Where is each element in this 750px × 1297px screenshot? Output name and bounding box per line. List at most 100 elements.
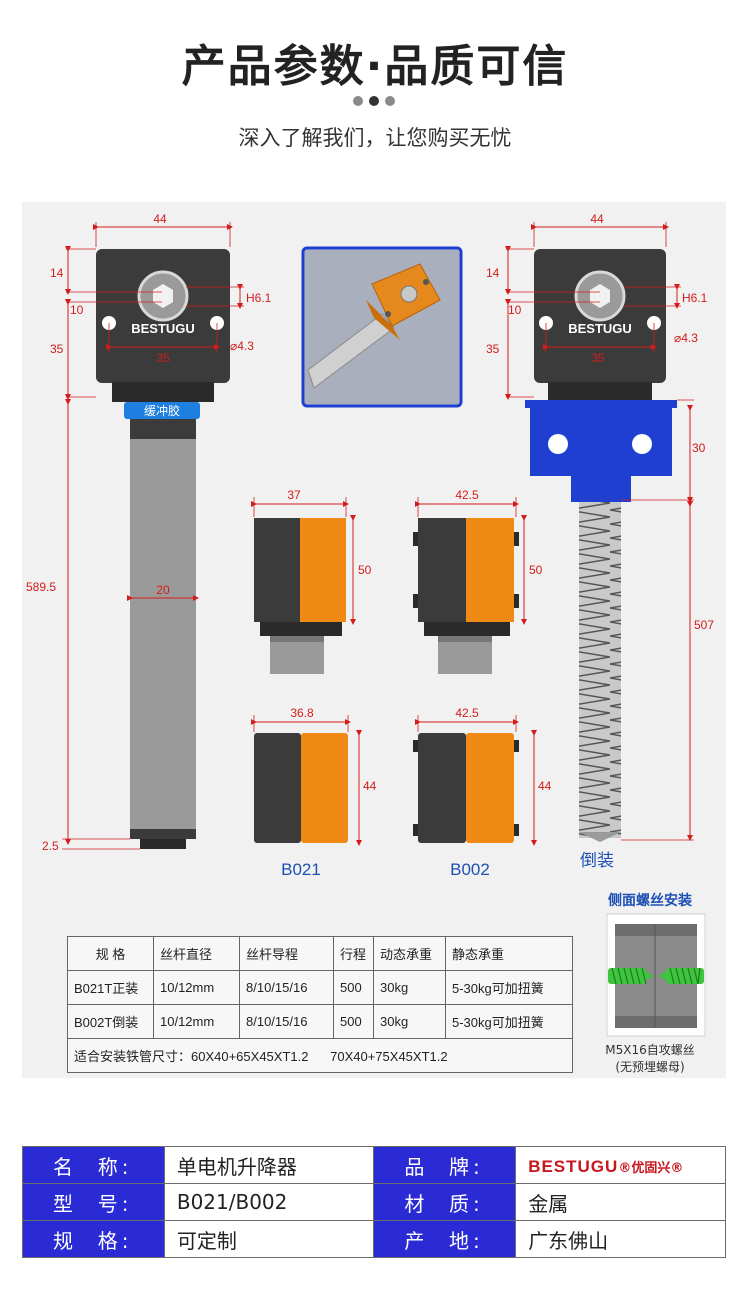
b021-height-bottom: 44	[363, 779, 377, 793]
left-mid-label: 10	[70, 303, 84, 317]
left-tube	[130, 439, 196, 835]
right-slot-label: H6.1	[682, 291, 708, 305]
spec-cell: 8/10/15/16	[239, 970, 334, 1005]
b021-height-top: 50	[358, 563, 372, 577]
brand-cell: BESTUGU®优固兴®	[515, 1146, 726, 1184]
info-row: 规 格: 可定制 产 地: 广东佛山	[22, 1220, 726, 1258]
product-diagram: BESTUGU 缓冲胶 44 14 10 35 H6.1 ⌀4.3 35 589	[26, 212, 714, 1074]
spec-cell: 30kg	[373, 1004, 446, 1039]
spec-header: 丝杆直径	[153, 936, 240, 971]
buffer-badge	[124, 402, 200, 419]
brand-logo: BESTUGU	[528, 1157, 619, 1176]
left-slot-label: H6.1	[246, 291, 272, 305]
tube-width-label: 20	[156, 583, 170, 597]
info-value: 金属	[515, 1183, 726, 1221]
spec-cell: 10/12mm	[153, 970, 240, 1005]
spec-header: 丝杆导程	[239, 936, 334, 971]
side-install-title: 侧面螺丝安装	[608, 892, 693, 909]
dot-active	[369, 96, 379, 106]
left-collar	[130, 419, 196, 439]
brand-logo-cn: ®优固兴®	[618, 1161, 684, 1176]
side-install-illustration: 侧面螺丝安装 M5X16自攻螺丝 (无预埋螺母)	[605, 892, 706, 1074]
table-row: B002T倒装 10/12mm 8/10/15/16 500 30kg 5-30…	[67, 1004, 573, 1039]
left-tube-end	[130, 829, 196, 839]
b002-width-bottom: 42.5	[455, 706, 479, 720]
page-subtitle: 深入了解我们，让您购买无忧	[238, 126, 512, 150]
right-spacing-label: 35	[591, 351, 605, 365]
left-hole-label: ⌀4.3	[230, 339, 254, 353]
left-width-label: 44	[153, 212, 167, 226]
right-body-label: 35	[486, 342, 500, 356]
b021-top-view: 37 50	[251, 488, 372, 674]
spec-cell: 10/12mm	[153, 1004, 240, 1039]
info-value: 单电机升降器	[163, 1146, 375, 1184]
right-brand: BESTUGU	[568, 321, 632, 336]
page-title: 产品参数·品质可信	[181, 41, 569, 92]
b002-bottom-view: 42.5 44 B002	[413, 706, 552, 879]
dot	[353, 96, 363, 106]
info-value: B021/B002	[163, 1183, 375, 1221]
product-info-table: 名 称: 单电机升降器 品 牌: BESTUGU®优固兴® 型 号: B021/…	[22, 1146, 726, 1258]
spec-footer-row: 适合安装铁管尺寸：60X40+65X45XT1.2 70X40+75X45XT1…	[67, 1038, 573, 1073]
spec-cell: 5-30kg可加扭簧	[445, 970, 573, 1005]
right-mid-label: 10	[508, 303, 522, 317]
left-body-label: 35	[50, 342, 64, 356]
table-row: B021T正装 10/12mm 8/10/15/16 500 30kg 5-30…	[67, 970, 573, 1005]
b002-height-top: 50	[529, 563, 543, 577]
b002-height-bottom: 44	[538, 779, 552, 793]
info-key: 品 牌:	[373, 1146, 517, 1184]
info-key: 型 号:	[22, 1183, 165, 1221]
info-row: 名 称: 单电机升降器 品 牌: BESTUGU®优固兴®	[22, 1146, 726, 1184]
buffer-label: 缓冲胶	[144, 403, 180, 418]
left-spacing-label: 35	[156, 351, 170, 365]
right-top-label: 14	[486, 266, 500, 280]
info-value: 广东佛山	[515, 1220, 726, 1258]
spec-header: 动态承重	[373, 936, 446, 971]
inverted-label: 倒装	[580, 851, 614, 870]
spec-cell: 8/10/15/16	[239, 1004, 334, 1039]
spec-cell: B002T倒装	[67, 1004, 154, 1039]
bottom-gap-label: 2.5	[42, 839, 59, 853]
info-key: 产 地:	[373, 1220, 517, 1258]
spec-cell: B021T正装	[67, 970, 154, 1005]
spec-cell: 30kg	[373, 970, 446, 1005]
lead-screw	[579, 502, 621, 838]
spec-header: 行程	[333, 936, 374, 971]
info-key: 名 称:	[22, 1146, 165, 1184]
dot	[385, 96, 395, 106]
left-tube-foot	[140, 839, 186, 849]
right-width-label: 44	[590, 212, 604, 226]
screw-length-label: 507	[694, 618, 714, 632]
info-key: 规 格:	[22, 1220, 165, 1258]
spec-cell: 500	[333, 970, 374, 1005]
b002-top-view: 42.5 50	[413, 488, 543, 674]
spec-cell: 500	[333, 1004, 374, 1039]
b021-width-top: 37	[287, 488, 301, 502]
spec-header: 静态承重	[445, 936, 573, 971]
spec-footer: 适合安装铁管尺寸：60X40+65X45XT1.2 70X40+75X45XT1…	[67, 1038, 573, 1073]
left-brand: BESTUGU	[131, 321, 195, 336]
b021-label: B021	[281, 860, 321, 879]
mount-height-label: 30	[692, 441, 706, 455]
right-hole-label: ⌀4.3	[674, 331, 698, 345]
info-row: 型 号: B021/B002 材 质: 金属	[22, 1183, 726, 1221]
b021-width-bottom: 36.8	[290, 706, 314, 720]
carousel-dots	[353, 96, 399, 106]
b021-bottom-view: 36.8 44 B021	[251, 706, 377, 879]
spec-header-row: 规 格 丝杆直径 丝杆导程 行程 动态承重 静态承重	[67, 936, 573, 971]
spec-table: 规 格 丝杆直径 丝杆导程 行程 动态承重 静态承重 B021T正装 10/12…	[67, 936, 573, 1073]
tube-length-label: 589.5	[26, 580, 56, 594]
left-top-label: 14	[50, 266, 64, 280]
right-lifter: BESTUGU 44 14 10 35 H6.1 ⌀4.3 35 30	[486, 212, 714, 870]
info-value: 可定制	[163, 1220, 375, 1258]
info-key: 材 质:	[373, 1183, 517, 1221]
spec-header: 规 格	[67, 936, 154, 971]
b002-label: B002	[450, 860, 490, 879]
spec-cell: 5-30kg可加扭簧	[445, 1004, 573, 1039]
product-photo	[301, 246, 463, 408]
side-install-note-1: M5X16自攻螺丝	[605, 1043, 694, 1057]
b002-width-top: 42.5	[455, 488, 479, 502]
left-lifter: BESTUGU 缓冲胶 44 14 10 35 H6.1 ⌀4.3 35 589	[26, 212, 272, 853]
left-housing-base	[112, 382, 214, 402]
side-install-note-2: (无预埋螺母)	[615, 1060, 684, 1074]
